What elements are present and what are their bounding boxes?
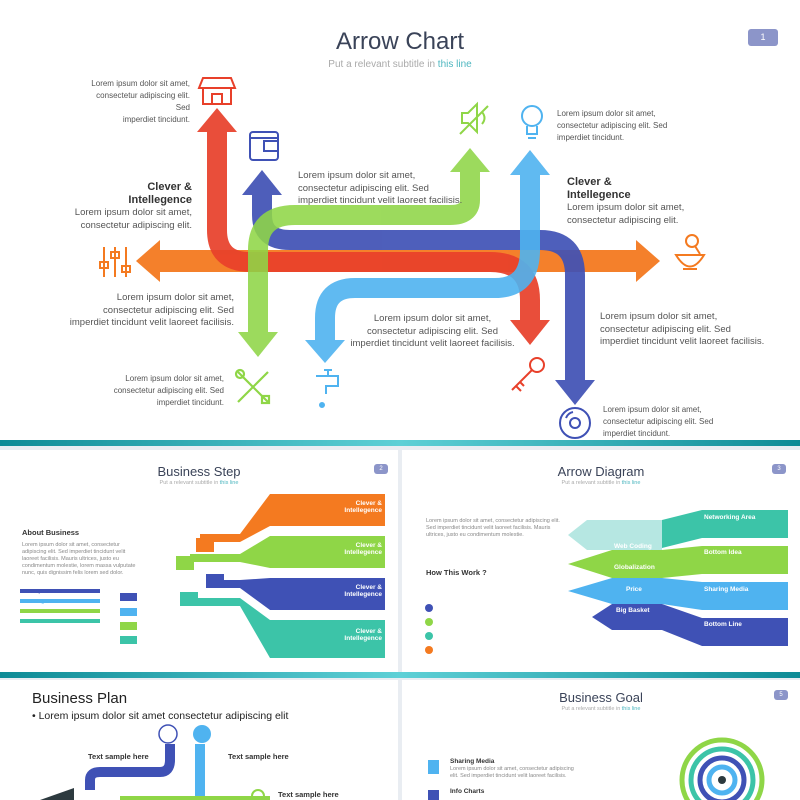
diagram-item-3: Price (626, 586, 642, 593)
thumb-arrow-diagram[interactable]: Arrow Diagram Put a relevant subtitle in… (402, 450, 800, 672)
plan-sample-1: Text sample here (88, 752, 149, 761)
thumb-business-goal[interactable]: Business Goal Put a relevant subtitle in… (402, 680, 800, 800)
bar-label-1: Correspondence (22, 589, 63, 595)
main-slide: Arrow Chart Put a relevant subtitle in t… (0, 0, 800, 440)
how-heading: How This Work ? (426, 568, 487, 577)
bar-label-3: Feedback from customer (22, 609, 83, 615)
thumb-page-number: 2 (374, 464, 388, 474)
plan-bullet: • Lorem ipsum dolor sit amet consectetur… (32, 710, 289, 722)
thumb-page-number: 5 (774, 690, 788, 700)
slide-subtitle: Put a relevant subtitle in this line (0, 59, 800, 70)
right-title-2: Bottom Idea (704, 549, 742, 556)
goal-item-2: Info Charts (450, 788, 485, 795)
speaker-icon (459, 101, 489, 135)
right-body: Lorem ipsum dolor sit amet, consectetur … (567, 202, 685, 226)
thumb-business-step[interactable]: Business Step Put a relevant subtitle in… (0, 450, 398, 672)
diagram-item-1: Web Coding (614, 543, 652, 550)
plan-sample-2: Text sample here (228, 752, 289, 761)
right-heading: Clever & Intellegence (567, 176, 631, 201)
lightblue-arrow (305, 150, 550, 363)
subtitle-highlight: this line (437, 59, 472, 70)
step-label-2: Clever & Intellegence (344, 542, 382, 556)
step-label-4: Clever & Intellegence (344, 628, 382, 642)
divider-bar (0, 440, 800, 446)
left-heading: Clever & Intellegence (128, 181, 192, 206)
thumb-title: Business Plan (32, 690, 128, 707)
divider-bar-2 (0, 672, 800, 678)
mortar-icon (674, 234, 706, 270)
bar-label-4: Feedback from customer (22, 619, 83, 625)
goal-item-1-body: Lorem ipsum dolor sit amet, consectetur … (450, 766, 574, 779)
thumb-subtitle-text: Put a relevant subtitle in (561, 706, 622, 712)
arrow-chart (99, 77, 706, 439)
right-title-4: Bottom Line (704, 621, 742, 628)
text-center-bottom: Lorem ipsum dolor sit amet, consectetur … (350, 313, 515, 349)
diagram-graphic (425, 510, 788, 654)
step-graphic (20, 494, 385, 658)
thumb-business-plan[interactable]: Business Plan • Lorem ipsum dolor sit am… (0, 680, 398, 800)
plan-graphic (40, 724, 270, 800)
step-label-3: Clever & Intellegence (344, 584, 382, 598)
text-right-mid: Lorem ipsum dolor sit amet, consectetur … (600, 311, 765, 347)
left-body: Lorem ipsum dolor sit amet, consectetur … (74, 207, 192, 231)
about-heading: About Business (22, 528, 80, 537)
thumb-subtitle-text: Put a relevant subtitle in (159, 480, 220, 486)
about-body: Lorem ipsum dolor sit amet, consectetur … (22, 542, 136, 576)
diagram-body: Lorem ipsum dolor sit amet, consectetur … (426, 518, 560, 538)
subtitle-text: Put a relevant subtitle in (328, 59, 438, 70)
thumb-title: Arrow Diagram (557, 464, 645, 479)
shop-icon (197, 77, 237, 105)
bulb-icon (521, 105, 543, 139)
goal-graphic (428, 737, 765, 800)
thumb-subtitle: Put a relevant subtitle in this line (402, 706, 800, 712)
thumb-page-number: 3 (772, 464, 786, 474)
equalizer-icon (99, 247, 131, 277)
text-bottom-left: Lorem ipsum dolor sit amet, consectetur … (113, 374, 224, 407)
key-icon (511, 357, 545, 392)
text-left-mid: Lorem ipsum dolor sit amet, consectetur … (69, 292, 234, 328)
thumb-title: Business Step (157, 464, 241, 479)
bar-label-2: Growth growth (22, 599, 58, 605)
thumb-subtitle: Put a relevant subtitle in this line (402, 480, 800, 486)
goal-item-1: Sharing Media (450, 758, 495, 765)
green-arrow (238, 148, 490, 357)
thumb-subtitle: Put a relevant subtitle in this line (0, 480, 398, 486)
disc-icon (559, 407, 591, 439)
tools-icon (234, 368, 271, 405)
right-title-3: Sharing Media (704, 586, 749, 593)
diagram-item-2: Globalization (614, 564, 655, 571)
thumb-subtitle-highlight: this line (219, 480, 239, 486)
diagram-item-4: Big Basket (616, 607, 650, 614)
text-bottom-right: Lorem ipsum dolor sit amet, consectetur … (603, 405, 714, 438)
faucet-icon (316, 369, 339, 408)
thumb-subtitle-text: Put a relevant subtitle in (561, 480, 622, 486)
text-top-left: Lorem ipsum dolor sit amet, consectetur … (91, 79, 190, 124)
wallet-icon (249, 131, 279, 161)
right-title-1: Networking Area (704, 514, 756, 521)
text-center-top: Lorem ipsum dolor sit amet, consectetur … (298, 170, 463, 206)
step-label-1: Clever & Intellegence (344, 500, 382, 514)
page-number: 1 (748, 29, 778, 46)
thumb-subtitle-highlight: this line (621, 706, 641, 712)
text-top-right: Lorem ipsum dolor sit amet, consectetur … (557, 109, 668, 142)
thumb-title: Business Goal (559, 690, 643, 705)
thumb-subtitle-highlight: this line (621, 480, 641, 486)
plan-sample-3: Text sample here (278, 790, 339, 799)
slide-title: Arrow Chart (335, 28, 465, 55)
